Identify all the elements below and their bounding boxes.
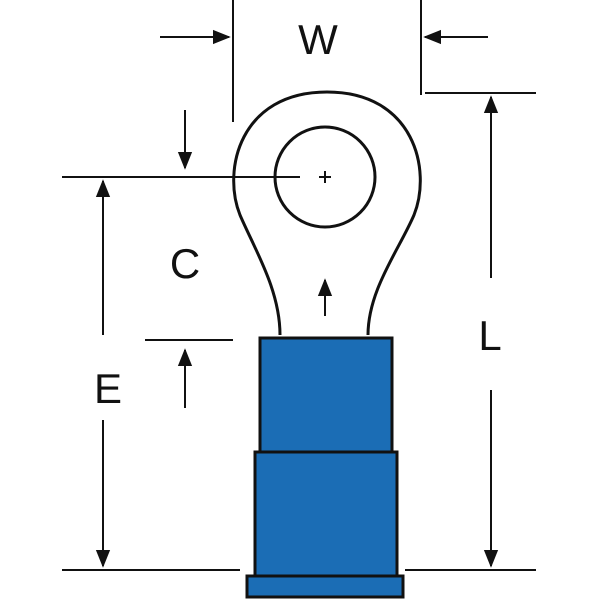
insulation-sleeve (245, 336, 405, 599)
center-plus-icon (319, 171, 331, 183)
center-offset-label: C (170, 240, 200, 287)
center-dimension (145, 110, 233, 408)
width-dimension (160, 0, 488, 122)
length-dimension (405, 92, 536, 571)
edge-dimension (62, 176, 300, 571)
length-label: L (478, 312, 501, 359)
edge-label: E (94, 365, 122, 412)
width-label: W (298, 16, 338, 63)
